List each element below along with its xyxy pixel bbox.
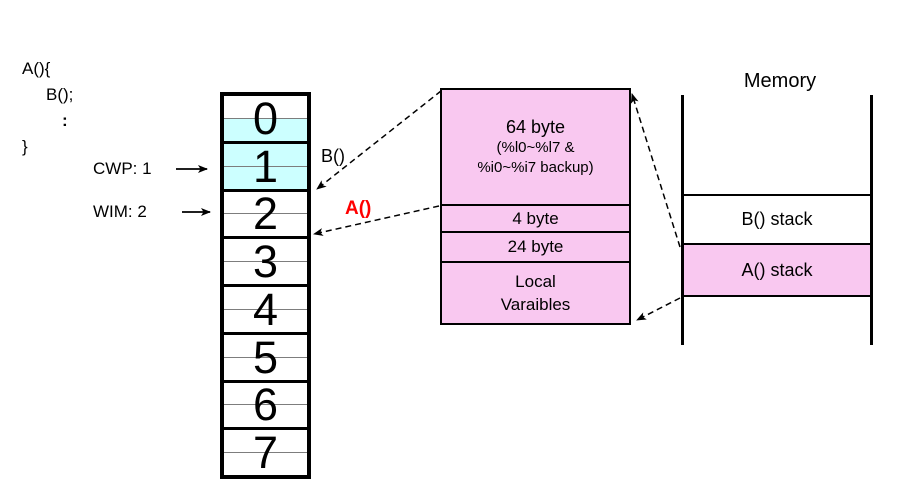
memory-row-label: A() stack	[741, 259, 813, 280]
window-upper-half	[224, 96, 307, 119]
window-upper-half	[224, 239, 307, 263]
frame-section-local-variables: Local Varaibles	[442, 263, 629, 323]
register-window-2: 2	[224, 188, 307, 240]
code-line: B();	[46, 85, 74, 104]
b-call-label: B()	[321, 146, 345, 166]
register-window-6: 6	[224, 379, 307, 431]
window-lower-half	[224, 118, 307, 141]
window-lower-half	[224, 214, 307, 237]
window-lower-half	[224, 262, 307, 284]
cwp-label: CWP: 1	[93, 159, 152, 178]
memory-row-b-stack: B() stack	[684, 194, 870, 245]
frame-to-window2-arrow	[313, 205, 440, 236]
register-window-4: 4	[224, 287, 307, 335]
code-snippet: A(){ B(); : }	[22, 56, 73, 160]
window-lower-half	[224, 453, 307, 475]
code-line: }	[22, 137, 28, 156]
register-window-3: 3	[224, 239, 307, 287]
memory-title: Memory	[743, 70, 817, 92]
register-window-5: 5	[224, 331, 307, 383]
frame-section-registers-backup: 64 byte (%l0~%l7 & %i0~%i7 backup)	[442, 90, 629, 206]
memory-to-frame-bottom-arrow	[636, 297, 681, 321]
window-upper-half	[224, 334, 307, 358]
frame-section-line: (%l0~%l7 &	[496, 138, 575, 156]
window-upper-half	[224, 430, 307, 454]
frame-section-line: 64 byte	[505, 116, 566, 137]
window-number: 6	[252, 379, 279, 431]
window-lower-half	[224, 309, 307, 332]
frame-section-line: Varaibles	[500, 295, 571, 314]
window-number: 2	[252, 188, 279, 240]
window-upper-half	[224, 382, 307, 406]
window-lower-half	[224, 166, 307, 189]
window-number: 1	[252, 140, 279, 192]
a-call-label: A()	[345, 198, 372, 219]
memory-row-label: B() stack	[741, 209, 813, 229]
code-line-ellipsis: :	[62, 111, 68, 130]
register-window-1: 1	[224, 140, 307, 192]
stack-frame-detail-box: 64 byte (%l0~%l7 & %i0~%i7 backup) 4 byt…	[440, 88, 631, 325]
code-line: A(){	[22, 59, 51, 78]
window-number: 4	[252, 283, 279, 335]
memory-empty-region	[684, 95, 870, 194]
wim-label: WIM: 2	[93, 202, 147, 221]
window-upper-half	[224, 143, 307, 167]
memory-row-a-stack: A() stack	[684, 245, 870, 297]
window-lower-half	[224, 405, 307, 428]
register-window-0: 0	[224, 96, 307, 144]
frame-section-line: Local	[515, 272, 556, 291]
register-window-stack: 0 1 2 3 4 5 6	[220, 92, 311, 479]
frame-section-line: 24 byte	[507, 237, 564, 256]
window-lower-half	[224, 357, 307, 380]
frame-section-4byte: 4 byte	[442, 206, 629, 233]
memory-column: B() stack A() stack	[681, 95, 873, 345]
window-number: 5	[252, 331, 279, 383]
window-number: 0	[252, 92, 279, 144]
memory-empty-region	[684, 297, 870, 345]
window-number: 3	[252, 236, 279, 288]
frame-section-24byte: 24 byte	[442, 233, 629, 263]
memory-to-frame-top-arrow	[630, 93, 681, 248]
window-number: 7	[252, 427, 279, 479]
register-window-7: 7	[224, 430, 307, 475]
window-upper-half	[224, 287, 307, 310]
frame-to-window1-arrow	[316, 90, 442, 190]
frame-section-line: %i0~%i7 backup)	[477, 158, 594, 176]
frame-section-line: 4 byte	[512, 208, 559, 228]
window-upper-half	[224, 191, 307, 215]
